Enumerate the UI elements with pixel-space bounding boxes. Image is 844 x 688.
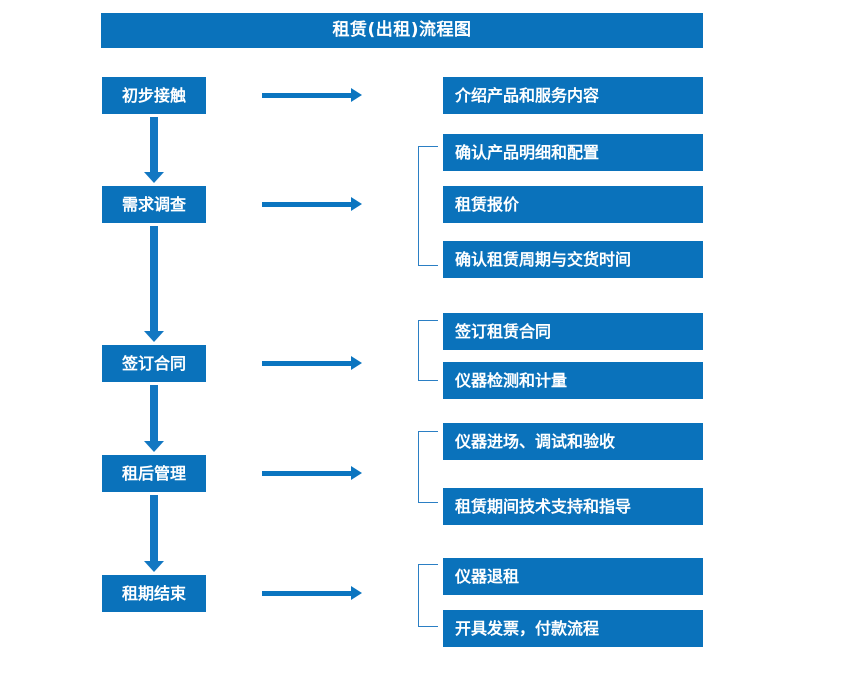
vertical-arrow-icon-3	[144, 385, 164, 452]
horizontal-arrow-icon-4	[262, 466, 362, 480]
stage-box-4[interactable]: 租后管理	[102, 455, 206, 492]
horizontal-arrow-icon-3	[262, 356, 362, 370]
diagram-title: 租赁(出租)流程图	[332, 20, 472, 40]
detail-label-6: 仪器检测和计量	[455, 370, 568, 390]
detail-label-10: 开具发票，付款流程	[455, 618, 600, 638]
stage-label-1: 初步接触	[121, 85, 186, 105]
detail-box-1[interactable]: 介绍产品和服务内容	[443, 77, 703, 114]
stage-label-5: 租期结束	[121, 583, 186, 603]
horizontal-arrow-icon-1	[262, 88, 362, 102]
detail-label-5: 签订租赁合同	[455, 321, 552, 341]
detail-label-1: 介绍产品和服务内容	[455, 85, 600, 105]
stage-label-4: 租后管理	[121, 463, 186, 483]
detail-label-8: 租赁期间技术支持和指导	[455, 496, 632, 516]
vertical-arrow-icon-1	[144, 117, 164, 183]
detail-label-4: 确认租赁周期与交货时间	[455, 249, 632, 269]
detail-box-2[interactable]: 确认产品明细和配置	[443, 134, 703, 171]
detail-label-2: 确认产品明细和配置	[455, 142, 600, 162]
stage-label-3: 签订合同	[121, 353, 186, 373]
detail-box-7[interactable]: 仪器进场、调试和验收	[443, 423, 703, 460]
detail-label-9: 仪器退租	[455, 566, 520, 586]
detail-box-6[interactable]: 仪器检测和计量	[443, 362, 703, 399]
stage-box-3[interactable]: 签订合同	[102, 345, 206, 382]
stage-label-2: 需求调查	[121, 194, 186, 214]
detail-box-5[interactable]: 签订租赁合同	[443, 313, 703, 350]
group-bracket-2	[418, 146, 438, 266]
vertical-arrow-icon-4	[144, 495, 164, 572]
group-bracket-4	[418, 431, 438, 503]
stage-box-5[interactable]: 租期结束	[102, 575, 206, 612]
detail-box-10[interactable]: 开具发票，付款流程	[443, 610, 703, 647]
detail-box-8[interactable]: 租赁期间技术支持和指导	[443, 488, 703, 525]
detail-box-9[interactable]: 仪器退租	[443, 558, 703, 595]
detail-box-3[interactable]: 租赁报价	[443, 186, 703, 223]
horizontal-arrow-icon-2	[262, 197, 362, 211]
detail-label-7: 仪器进场、调试和验收	[455, 431, 616, 451]
diagram-title-bar: 租赁(出租)流程图	[101, 13, 703, 48]
detail-box-4[interactable]: 确认租赁周期与交货时间	[443, 241, 703, 278]
vertical-arrow-icon-2	[144, 226, 164, 342]
stage-box-2[interactable]: 需求调查	[102, 186, 206, 223]
group-bracket-3	[418, 320, 438, 381]
stage-box-1[interactable]: 初步接触	[102, 77, 206, 114]
horizontal-arrow-icon-5	[262, 586, 362, 600]
detail-label-3: 租赁报价	[455, 194, 520, 214]
group-bracket-5	[418, 564, 438, 627]
